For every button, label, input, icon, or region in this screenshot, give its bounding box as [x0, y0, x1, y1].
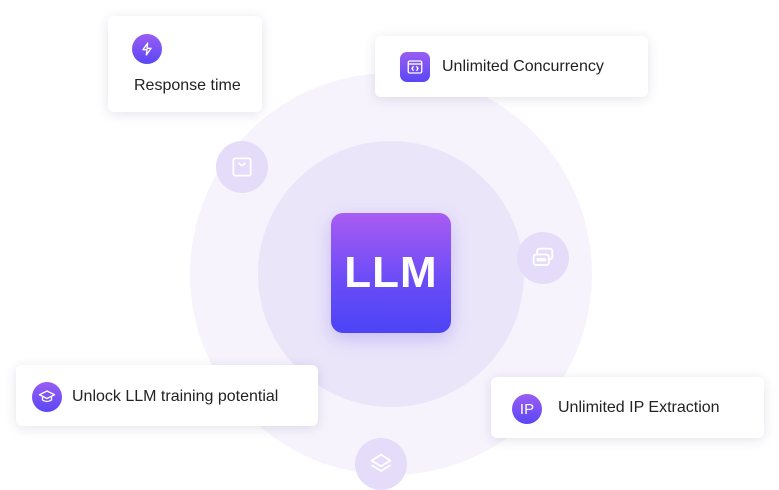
training-label: Unlock LLM training potential [72, 388, 279, 405]
layers-icon [355, 438, 407, 490]
ip-extraction-card: IP Unlimited IP Extraction [491, 377, 764, 438]
response-time-card: Response time [108, 16, 262, 112]
concurrency-card: Unlimited Concurrency [375, 36, 648, 97]
llm-center-tile: LLM [331, 213, 451, 333]
code-window-icon [400, 52, 430, 82]
shopping-bag-icon [216, 141, 268, 193]
llm-label: LLM [344, 248, 438, 297]
chat-bubbles-icon [517, 232, 569, 284]
ip-extraction-label: Unlimited IP Extraction [558, 399, 720, 416]
concurrency-label: Unlimited Concurrency [442, 58, 604, 75]
ip-badge-icon: IP [512, 394, 542, 424]
training-card: Unlock LLM training potential [16, 365, 318, 426]
response-time-label: Response time [134, 77, 241, 94]
graduation-cap-icon [32, 382, 62, 412]
ip-badge-text: IP [519, 400, 535, 418]
bolt-icon [132, 34, 162, 64]
